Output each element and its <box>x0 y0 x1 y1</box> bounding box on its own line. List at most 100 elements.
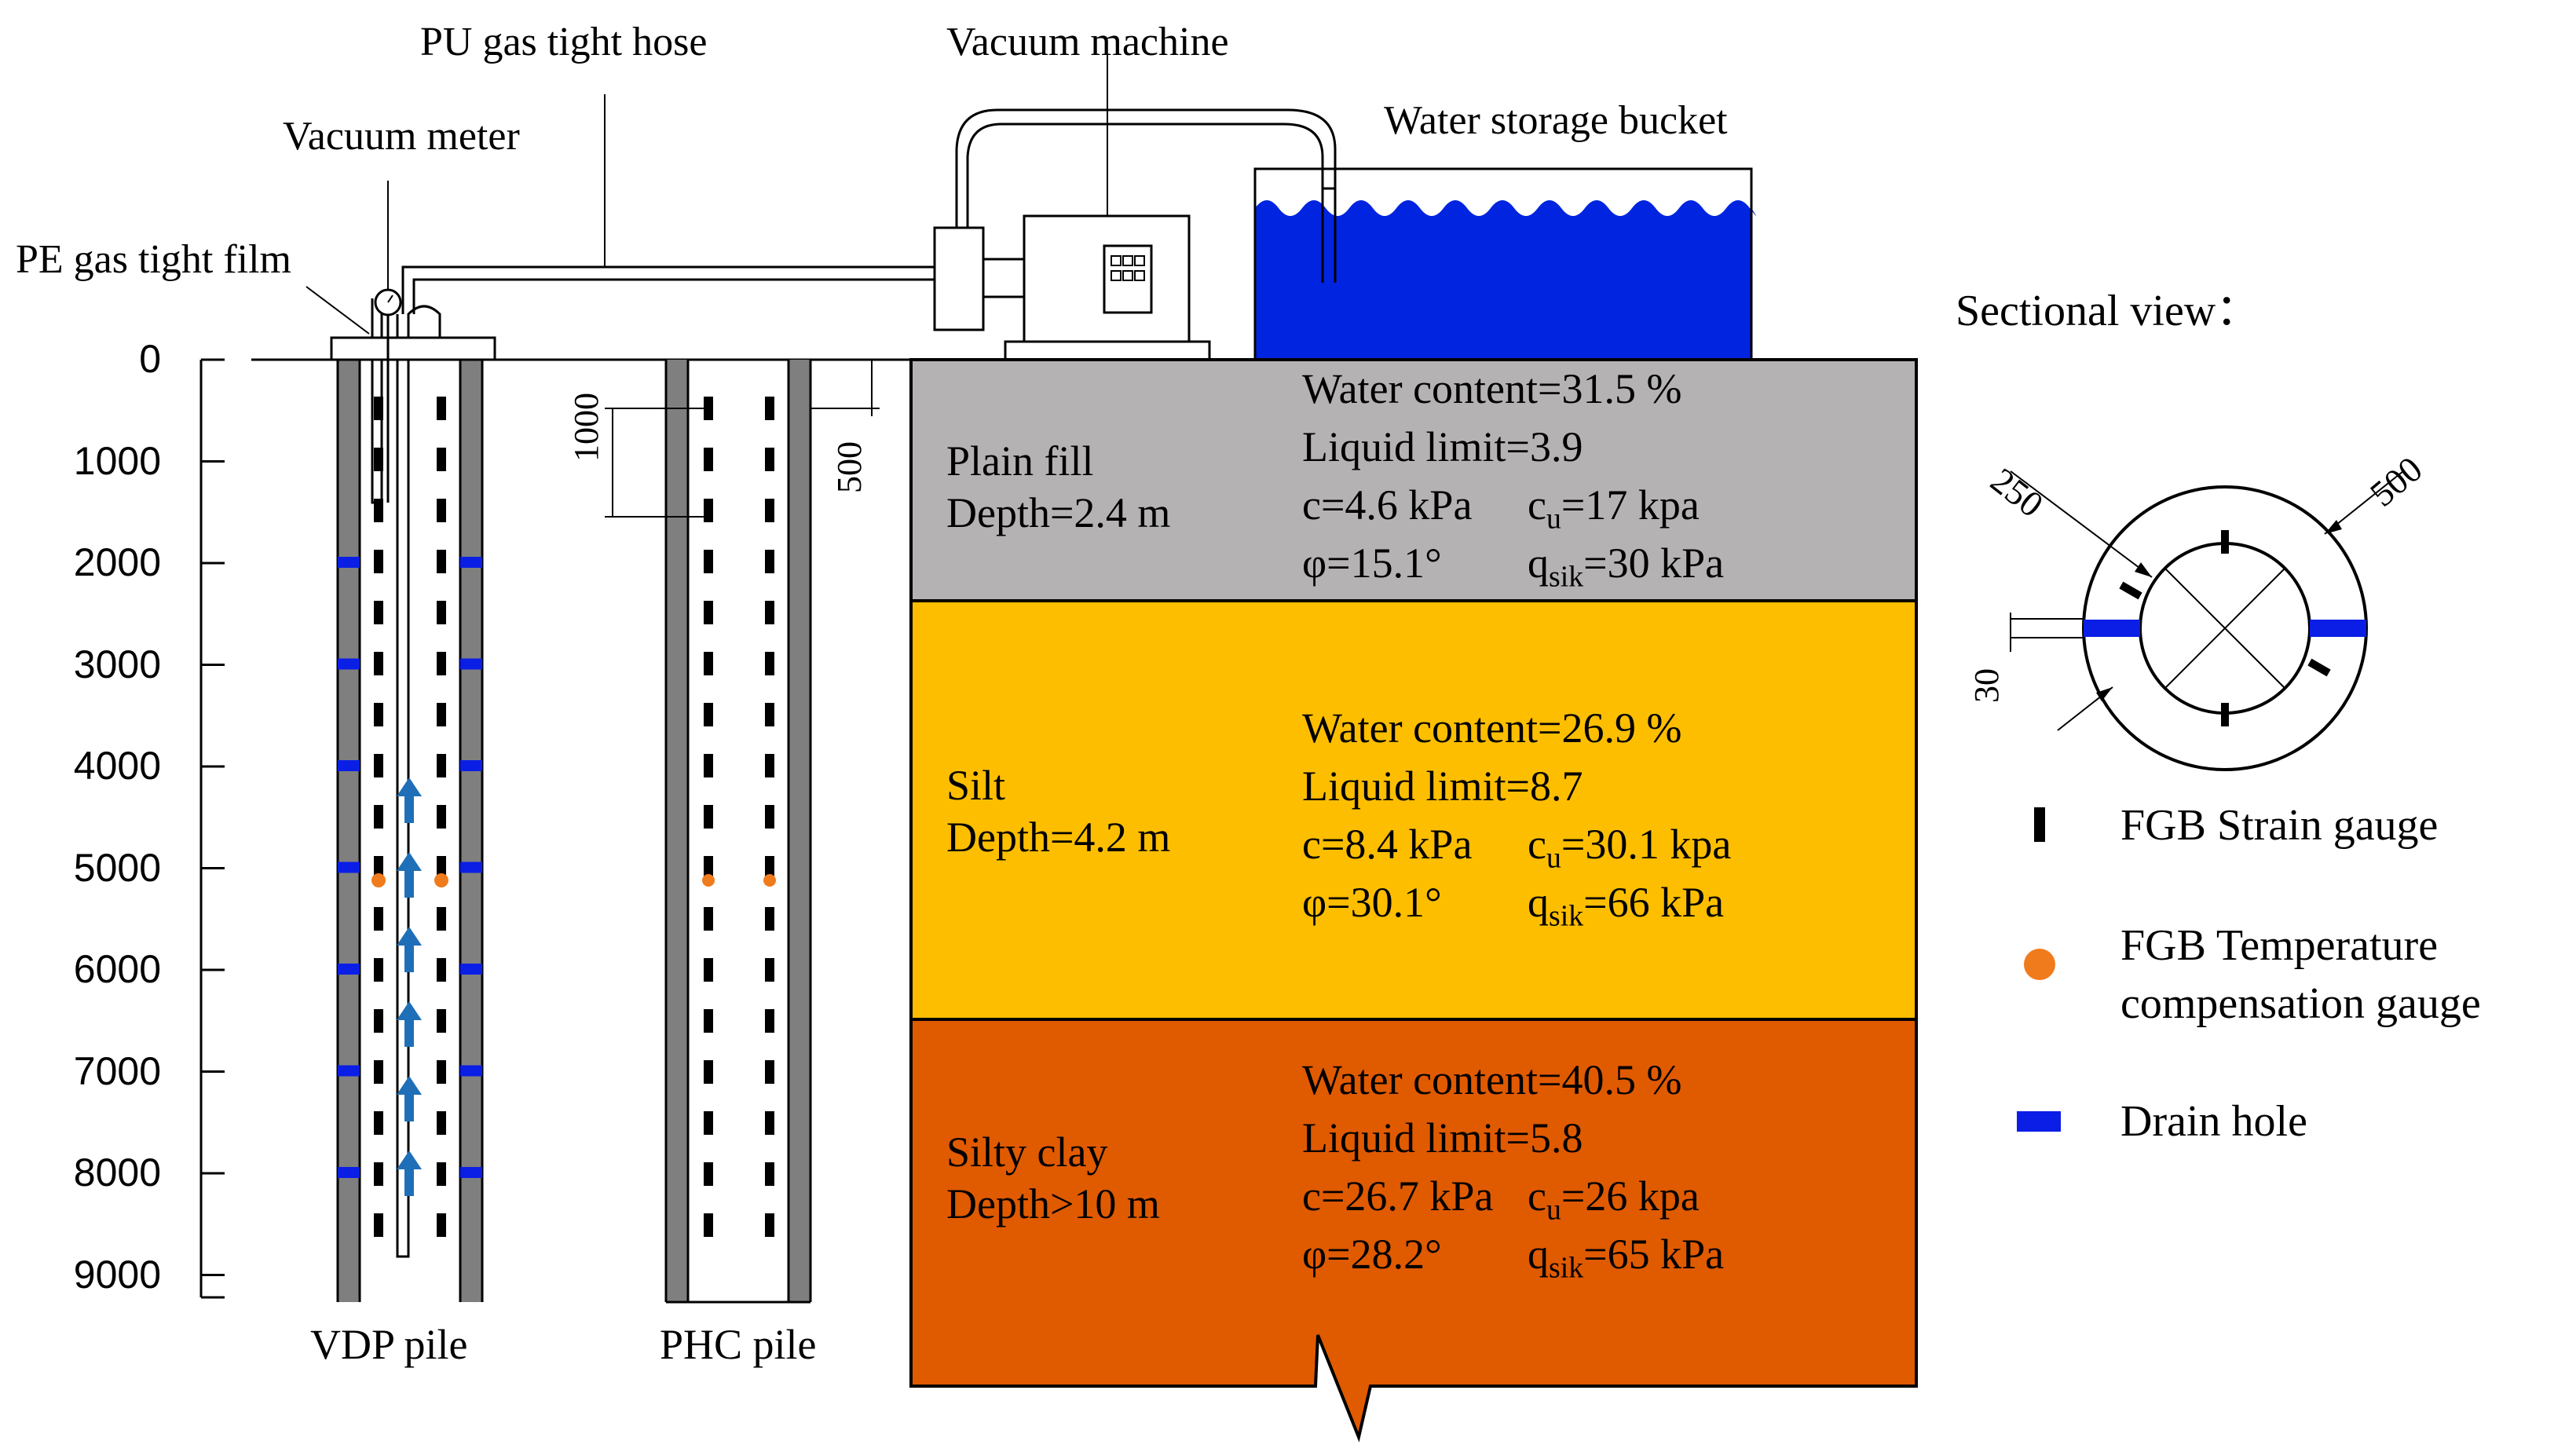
strain-gauge <box>704 448 713 471</box>
depth-tick-label: 9000 <box>73 1252 161 1297</box>
water-content: Water content=26.9 % <box>1302 704 1682 752</box>
strain-gauge <box>437 550 446 573</box>
q-subscript: sik <box>1549 899 1584 933</box>
depth-axis <box>199 358 225 1299</box>
side-friction: qsik=65 kPa <box>1528 1233 1724 1282</box>
strain-gauge <box>704 1111 713 1135</box>
drain-hole <box>338 760 360 771</box>
undrained-shear-strength: cu=26 kpa <box>1528 1172 1700 1224</box>
strain-gauge <box>437 958 446 982</box>
strain-gauge <box>765 550 774 573</box>
strain-gauge <box>437 499 446 522</box>
strain-gauge <box>374 907 383 931</box>
drain-hole <box>338 557 360 568</box>
depth-tick-label: 2000 <box>73 540 161 584</box>
vdp-pile-label: VDP pile <box>310 1321 468 1368</box>
strain-gauge <box>704 1009 713 1033</box>
vdp-meter-tube <box>371 298 383 504</box>
strain-gauge <box>374 1162 383 1186</box>
legend-drain-hole-icon <box>2017 1111 2061 1132</box>
strain-gauge <box>374 1213 383 1237</box>
drain-hole <box>338 658 360 670</box>
strain-gauge <box>374 958 383 982</box>
liquid-limit: Liquid limit=3.9 <box>1302 423 1583 470</box>
liquid-limit: Liquid limit=8.7 <box>1302 763 1583 810</box>
vdp-pile <box>336 298 484 1302</box>
strain-gauge <box>437 754 446 777</box>
drain-hole <box>460 964 482 975</box>
legend-temp-gauge-label-2: compensation gauge <box>2120 979 2481 1028</box>
section-drain-left <box>2084 620 2140 637</box>
cu-subscript: u <box>1546 841 1561 875</box>
legend-temp-gauge-label-1: FGB Temperature <box>2120 921 2439 970</box>
strain-gauge <box>437 907 446 931</box>
friction-angle: φ=30.1° <box>1302 879 1442 926</box>
sectional-view <box>2010 470 2404 771</box>
soil-layer <box>909 358 1918 602</box>
strain-gauge <box>374 499 383 522</box>
water-bucket-label: Water storage bucket <box>1384 98 1728 143</box>
vacuum-meter <box>374 181 402 503</box>
strain-gauge <box>704 805 713 829</box>
strain-gauge <box>765 499 774 522</box>
depth-tick-label: 8000 <box>73 1151 161 1194</box>
strain-gauge <box>704 499 713 522</box>
soil-layer <box>909 1018 1918 1443</box>
soil-profile <box>909 358 1918 1443</box>
q-value: =66 kPa <box>1583 879 1725 926</box>
temp-gauge-dot <box>371 873 386 887</box>
cu-subscript: u <box>1546 1193 1561 1227</box>
soil-layer-depth: Depth=2.4 m <box>946 489 1171 536</box>
legend-strain-gauge-icon <box>2034 807 2045 842</box>
strain-gauge <box>704 601 713 624</box>
strain-gauge <box>704 550 713 573</box>
depth-tick-label: 1000 <box>73 438 161 483</box>
undrained-shear-strength: cu=30.1 kpa <box>1528 821 1732 873</box>
strain-gauge <box>374 601 383 624</box>
liquid-limit: Liquid limit=5.8 <box>1302 1114 1583 1162</box>
soil-layer-depth: Depth=4.2 m <box>946 814 1171 861</box>
undrained-shear-strength: cu=17 kpa <box>1528 484 1700 533</box>
strain-gauge <box>765 652 774 675</box>
strain-gauge <box>704 1060 713 1084</box>
strain-gauge <box>765 1213 774 1237</box>
dim-500-label: 500 <box>830 441 869 493</box>
strain-gauge <box>704 703 713 726</box>
drain-hole <box>460 760 482 771</box>
depth-tick-label: 5000 <box>73 845 161 890</box>
pe-film-label: PE gas tight film <box>16 237 291 282</box>
strain-gauge <box>374 754 383 777</box>
cohesion: c=26.7 kPa <box>1302 1172 1494 1220</box>
cu-value: =30.1 kpa <box>1561 821 1732 868</box>
strain-gauge <box>765 601 774 624</box>
legend-drain-hole-label: Drain hole <box>2120 1097 2307 1146</box>
strain-gauge <box>704 397 713 420</box>
cu-symbol: c <box>1528 1172 1546 1220</box>
strain-gauge <box>374 805 383 829</box>
strain-gauge <box>765 703 774 726</box>
strain-gauge <box>765 1009 774 1033</box>
friction-angle: φ=28.2° <box>1302 1231 1442 1278</box>
strain-gauge <box>765 397 774 420</box>
strain-gauge <box>374 856 383 880</box>
cohesion: c=4.6 kPa <box>1302 481 1473 529</box>
soil-layer-depth: Depth>10 m <box>946 1180 1160 1227</box>
strain-gauge <box>704 907 713 931</box>
q-subscript: sik <box>1549 560 1584 594</box>
strain-gauge <box>374 1009 383 1033</box>
strain-gauge <box>765 907 774 931</box>
strain-gauge <box>765 805 774 829</box>
drain-hole <box>338 862 360 873</box>
dim-500 <box>810 360 880 416</box>
vacuum-meter-label: Vacuum meter <box>283 114 520 159</box>
strain-gauge <box>704 856 713 880</box>
drain-hole <box>460 557 482 568</box>
friction-angle: φ=15.1° <box>1302 540 1442 587</box>
flow-arrow <box>397 1076 422 1121</box>
flow-arrow <box>397 927 422 972</box>
drain-hole <box>460 1065 482 1077</box>
vacuum-machine-label: Vacuum machine <box>946 20 1229 64</box>
strain-gauge <box>765 856 774 880</box>
depth-tick-label: 0 <box>139 337 161 381</box>
